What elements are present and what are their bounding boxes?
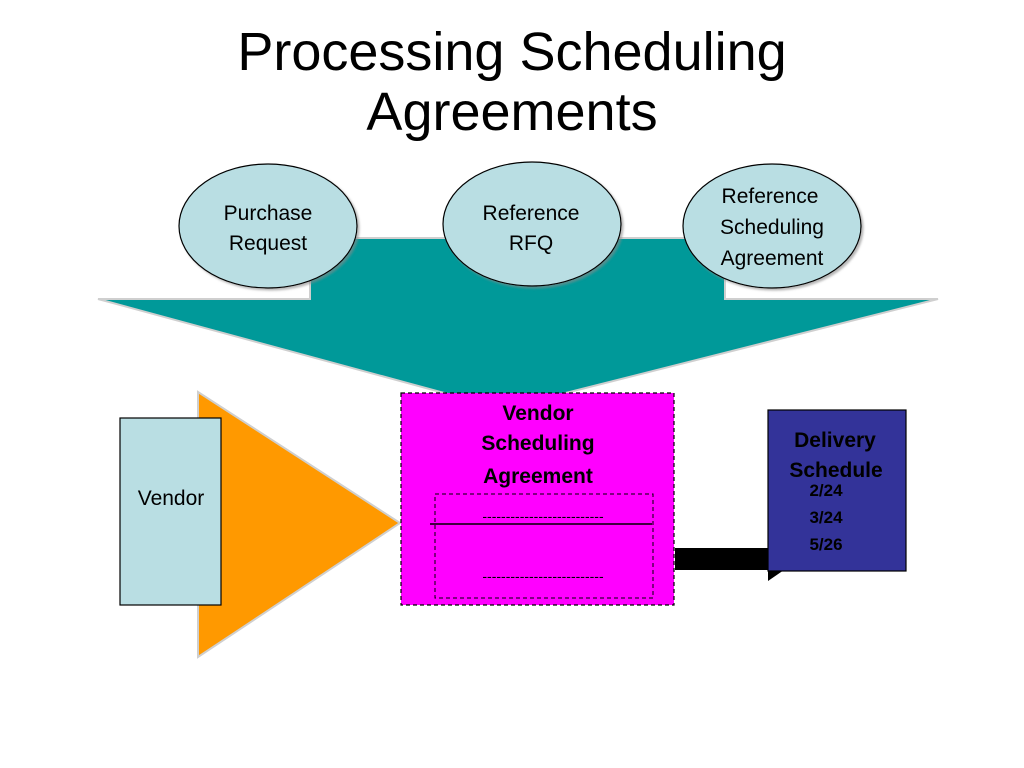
reference-rfq-label-line-2: RFQ <box>509 232 553 255</box>
reference-scheduling-agreement-label-line-3: Agreement <box>721 247 824 270</box>
schedule-dashed-line-1: -------------------------- <box>482 508 604 524</box>
delivery-date-3: 5/26 <box>809 535 842 554</box>
schedule-dashed-line-2: -------------------------- <box>482 568 604 584</box>
reference-scheduling-agreement-label-line-1: Reference <box>722 185 819 208</box>
purchase-request-label-line-1: Purchase <box>224 202 313 225</box>
purchase-request-label-line-2: Request <box>229 232 307 255</box>
delivery-date-2: 3/24 <box>809 508 843 527</box>
vendor-label: Vendor <box>138 487 205 510</box>
delivery-schedule-node: Delivery Schedule 2/24 3/24 5/26 <box>767 409 907 572</box>
schedule-lines-frame <box>434 493 654 599</box>
vendor-scheduling-agreement-line-2: Scheduling <box>481 432 594 455</box>
reference-rfq-label-line-1: Reference <box>483 202 580 225</box>
purchase-request-node: Purchase Request <box>178 163 358 289</box>
delivery-date-1: 2/24 <box>809 481 843 500</box>
delivery-schedule-title-line-1: Delivery <box>794 429 876 452</box>
slide-title: Processing Scheduling Agreements <box>237 22 787 142</box>
vendor-scheduling-agreement-line-3: Agreement <box>483 465 593 488</box>
vendor-node: Vendor <box>119 417 222 606</box>
vendor-triangle <box>197 390 402 659</box>
reference-scheduling-agreement-node: Reference Scheduling Agreement <box>682 163 862 289</box>
vendor-scheduling-agreement-node: Vendor Scheduling Agreement ------------… <box>400 392 675 606</box>
vendor-scheduling-agreement-line-1: Vendor <box>502 402 573 425</box>
reference-scheduling-agreement-label-line-2: Scheduling <box>720 216 824 239</box>
delivery-schedule-title-line-2: Schedule <box>789 459 882 482</box>
reference-rfq-node: Reference RFQ <box>442 161 622 287</box>
